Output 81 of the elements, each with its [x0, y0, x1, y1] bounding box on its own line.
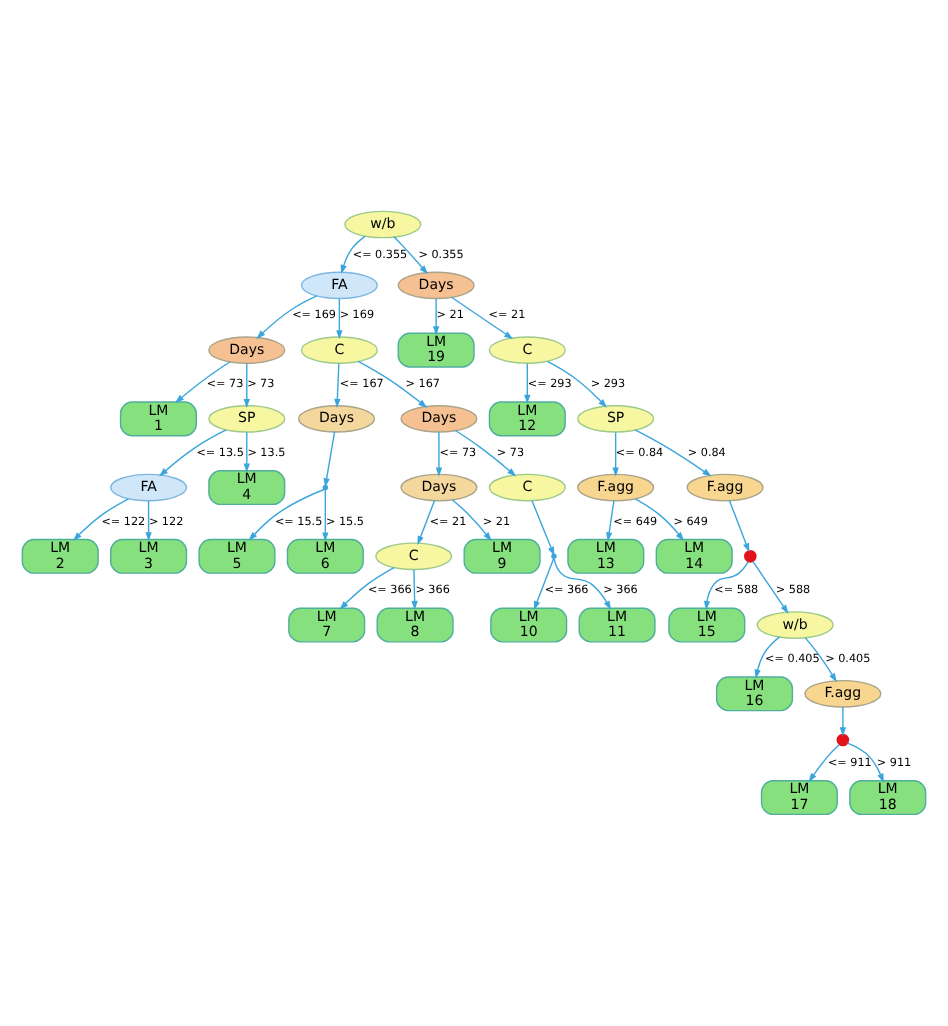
arrow	[612, 431, 619, 477]
node-ellipse: F.agg	[804, 679, 882, 708]
node-box: LM 17	[760, 780, 838, 816]
arrow	[524, 362, 531, 404]
arrow	[334, 362, 341, 408]
arrow	[340, 235, 366, 274]
node-box: LM 16	[715, 676, 794, 712]
node-ellipse: SP	[577, 405, 655, 433]
node-ellipse: C	[375, 542, 453, 571]
arrow	[256, 295, 318, 339]
arrow	[454, 429, 517, 477]
node-ellipse: FA	[110, 473, 188, 502]
node-ellipse: Days	[400, 473, 478, 502]
arrow	[754, 636, 781, 679]
arrow	[248, 488, 325, 541]
arrow	[145, 500, 152, 542]
arrow	[393, 236, 428, 275]
arrow	[808, 744, 840, 783]
node-box: LM 6	[286, 538, 364, 574]
node-box: LM 12	[488, 401, 566, 437]
arrow	[432, 298, 440, 336]
node-ellipse: FA	[300, 271, 378, 300]
arrow	[339, 566, 395, 610]
arrow	[553, 558, 612, 610]
node-box: LM 4	[208, 470, 286, 506]
arrow	[411, 569, 418, 610]
node-ellipse: Days	[400, 405, 478, 433]
node-ellipse: Days	[397, 271, 475, 300]
node-ellipse: C	[488, 336, 566, 364]
node-box: LM 9	[463, 538, 541, 574]
arrow	[846, 742, 884, 783]
node-box: LM 7	[288, 607, 366, 643]
arrow	[703, 561, 749, 611]
arrow	[728, 499, 750, 553]
arrow	[531, 499, 555, 556]
node-ellipse: C	[488, 473, 566, 502]
arrow	[159, 429, 227, 477]
arrow	[243, 431, 250, 473]
node-ellipse: F.agg	[577, 473, 655, 502]
arrow	[323, 431, 336, 488]
arrow	[634, 498, 685, 541]
arrow	[417, 499, 436, 546]
arrow	[804, 636, 837, 683]
arrow	[839, 706, 847, 737]
arrow	[435, 431, 443, 477]
arrow	[451, 499, 492, 542]
node-circle	[836, 733, 850, 747]
node-box: LM 8	[376, 607, 454, 643]
node-point	[322, 484, 329, 491]
node-box: LM 10	[490, 607, 568, 643]
arrow	[357, 360, 428, 408]
node-point	[551, 553, 557, 560]
arrow	[450, 296, 514, 340]
node-box: LM 19	[397, 332, 475, 368]
arrow	[336, 298, 343, 340]
node-box: LM 14	[655, 538, 733, 574]
node-ellipse: w/b	[344, 210, 422, 239]
node-box: LM 2	[21, 538, 99, 574]
arrow	[606, 499, 615, 542]
arrow	[752, 560, 789, 614]
arrow	[243, 362, 250, 408]
node-ellipse: C	[300, 336, 378, 364]
arrow	[73, 498, 130, 541]
arrow	[322, 489, 329, 542]
arrow	[533, 557, 555, 611]
node-box: LM 5	[198, 538, 276, 574]
arrow	[546, 360, 608, 408]
node-box: LM 1	[119, 401, 197, 437]
node-box: LM 18	[849, 780, 927, 816]
arrow	[634, 429, 712, 477]
node-ellipse: F.agg	[686, 473, 764, 502]
node-box: LM 15	[668, 607, 746, 643]
node-box: LM 13	[567, 538, 645, 574]
node-ellipse: Days	[208, 336, 286, 364]
node-box: LM 11	[578, 607, 656, 643]
node-ellipse: w/b	[756, 611, 834, 639]
node-box: LM 3	[110, 538, 188, 574]
node-circle	[744, 550, 757, 563]
arrow	[175, 361, 231, 404]
node-ellipse: Days	[298, 405, 376, 433]
node-ellipse: SP	[208, 405, 286, 433]
